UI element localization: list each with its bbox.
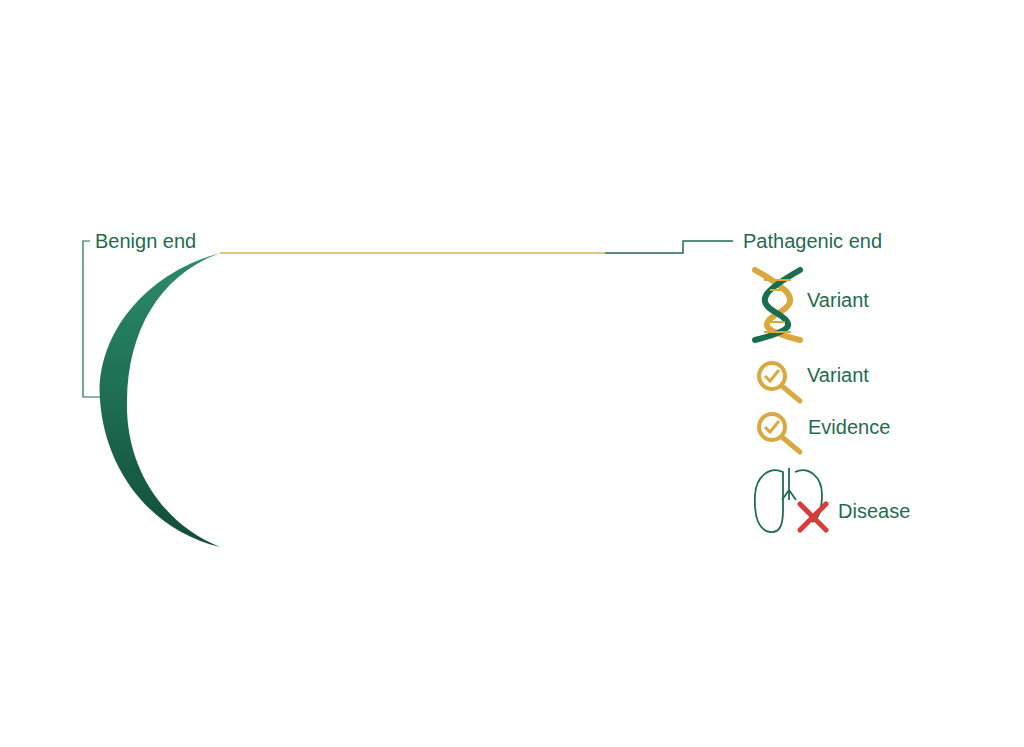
- end-label: Benign end: [95, 229, 196, 253]
- bracket-line: [83, 241, 100, 397]
- crescent-arc: [100, 253, 220, 547]
- magnifier-icon: [759, 414, 800, 452]
- end-label: Pathagenic end: [743, 229, 882, 253]
- dna-icon: [755, 270, 800, 340]
- cross-mark: [800, 504, 826, 530]
- lungs-icon: [755, 468, 822, 532]
- magnifier-icon: [759, 363, 800, 401]
- icon-label: Disease: [838, 499, 910, 523]
- spectrum-line: [605, 241, 733, 253]
- spectrum-line: [220, 252, 605, 254]
- icon-label: Evidence: [808, 415, 890, 439]
- icon-label: Variant: [807, 288, 869, 312]
- icon-label: Variant: [807, 363, 869, 387]
